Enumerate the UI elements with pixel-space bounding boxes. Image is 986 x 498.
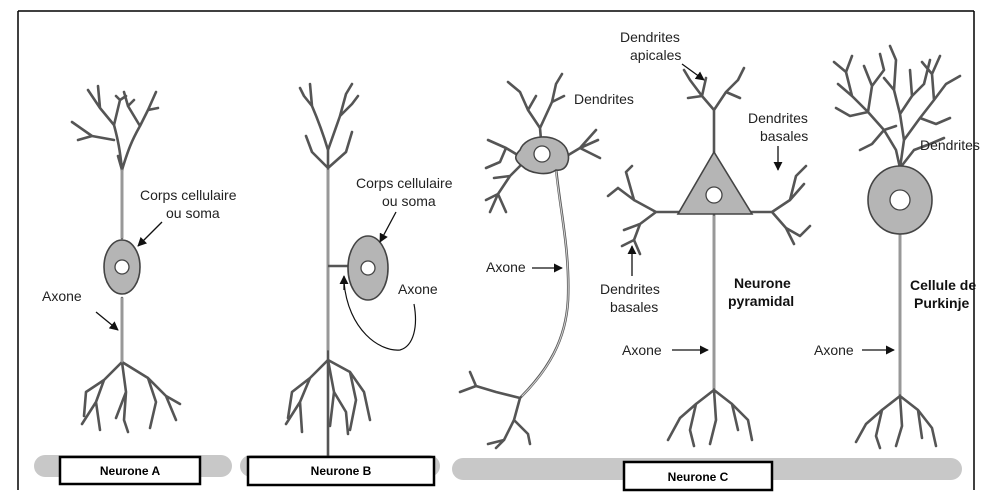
caption-b: Neurone B [311,464,372,478]
axon-label-pyramidal: Axone [622,342,662,358]
pyramidal-name-line1: Neurone [734,275,791,291]
axon-label-purkinje: Axone [814,342,854,358]
neuron-a: Corps cellulaire ou soma Axone [42,86,237,432]
caption-box-b: Neurone B [248,457,434,485]
caption-box-c: Neurone C [624,462,772,490]
axon-label-multipolar: Axone [486,259,526,275]
basal-left-label-line2: basales [610,299,658,315]
soma-arrow-a [138,222,162,246]
axon-arrow-a [96,312,118,330]
basal-right-label-line1: Dendrites [748,110,808,126]
nucleus-b [361,261,375,275]
dendrites-label-multipolar: Dendrites [574,91,634,107]
apical-label-line1: Dendrites [620,29,680,45]
axon-label-b: Axone [398,281,438,297]
dendrites-label-purkinje: Dendrites [920,137,980,153]
soma-label-b-line1: Corps cellulaire [356,175,453,191]
nucleus-c-multipolar [534,146,550,162]
caption-box-a: Neurone A [60,457,200,484]
purkinje-name-line1: Cellule de [910,277,976,293]
neuron-b: Corps cellulaire ou soma Axone [286,84,453,470]
soma-arrow-b [380,212,396,242]
axon-label-a: Axone [42,288,82,304]
pyramidal-name-line2: pyramidal [728,293,794,309]
nucleus-c-purkinje [890,190,910,210]
purkinje-name-line2: Purkinje [914,295,969,311]
soma-c-pyramidal [678,152,752,214]
basal-right-label-line2: basales [760,128,808,144]
caption-c: Neurone C [668,470,729,484]
basal-left-label-line1: Dendrites [600,281,660,297]
soma-label-a-line2: ou soma [166,205,220,221]
soma-label-a-line1: Corps cellulaire [140,187,237,203]
nucleus-a [115,260,129,274]
caption-a: Neurone A [100,464,161,478]
nucleus-c-pyramidal [706,187,722,203]
neuron-c-purkinje: Dendrites Cellule de Purkinje Axone [814,46,980,448]
apical-label-line2: apicales [630,47,681,63]
soma-label-b-line2: ou soma [382,193,436,209]
neuron-c-multipolar: Dendrites Axone [460,74,634,448]
